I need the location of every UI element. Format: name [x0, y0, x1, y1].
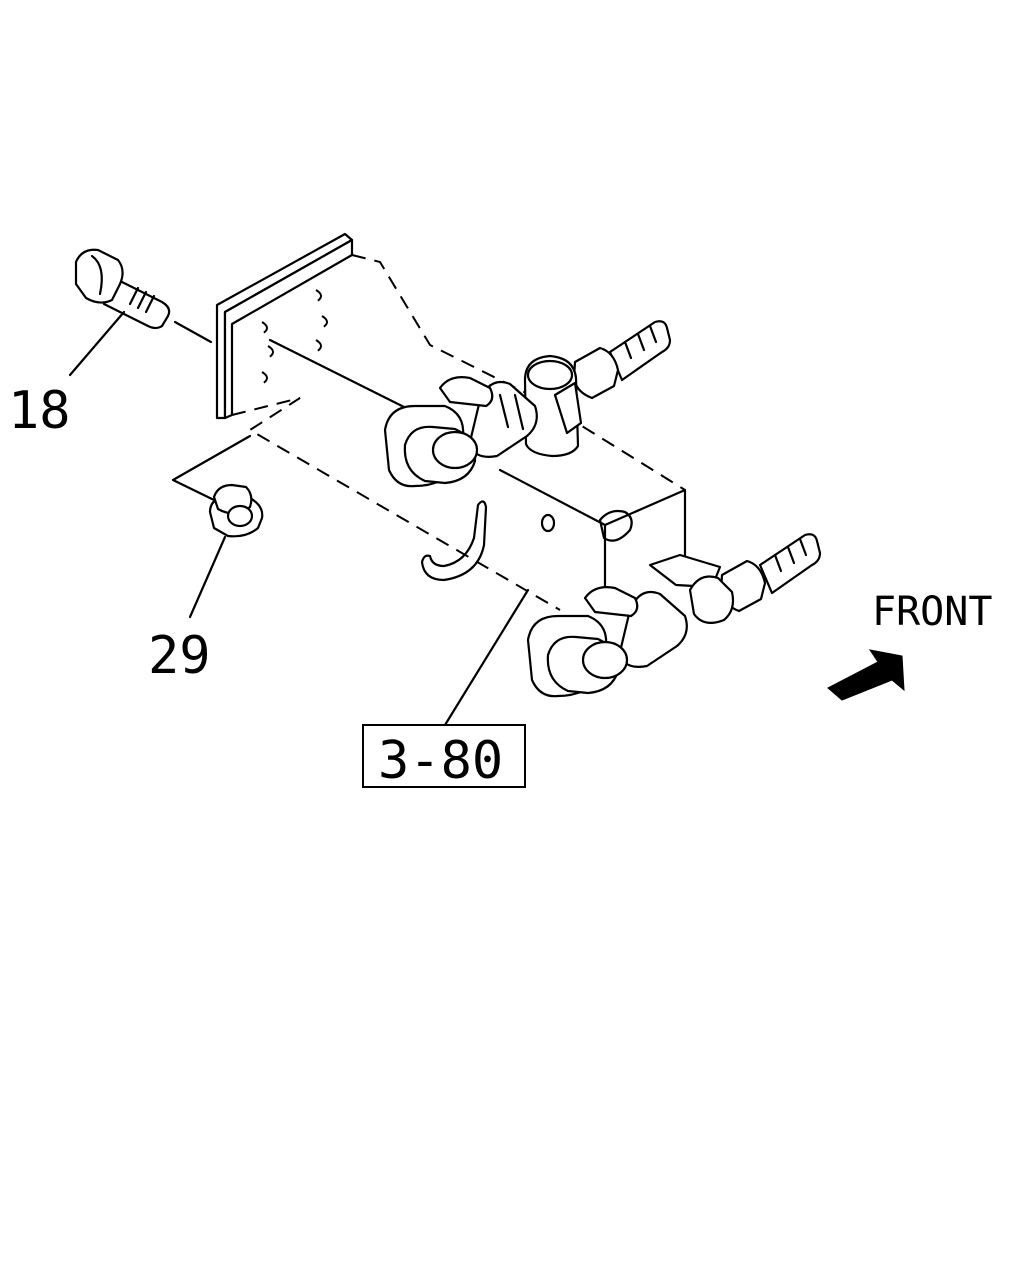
bracket-body: [268, 338, 687, 602]
reference-box: 3-80: [362, 724, 526, 791]
callout-18: 18: [8, 381, 71, 441]
flange-nut: [208, 483, 264, 538]
upper-fitting-assembly: [383, 320, 672, 488]
callout-3-80: 3-80: [378, 731, 503, 791]
front-label: FRONT: [872, 589, 992, 635]
leader-lines: [68, 310, 530, 727]
front-arrow-icon: [827, 649, 905, 701]
lower-fitting-assembly: [526, 533, 822, 698]
callout-29: 29: [148, 626, 211, 686]
flange-bolt: [74, 248, 213, 344]
mounting-flange: [215, 232, 686, 611]
